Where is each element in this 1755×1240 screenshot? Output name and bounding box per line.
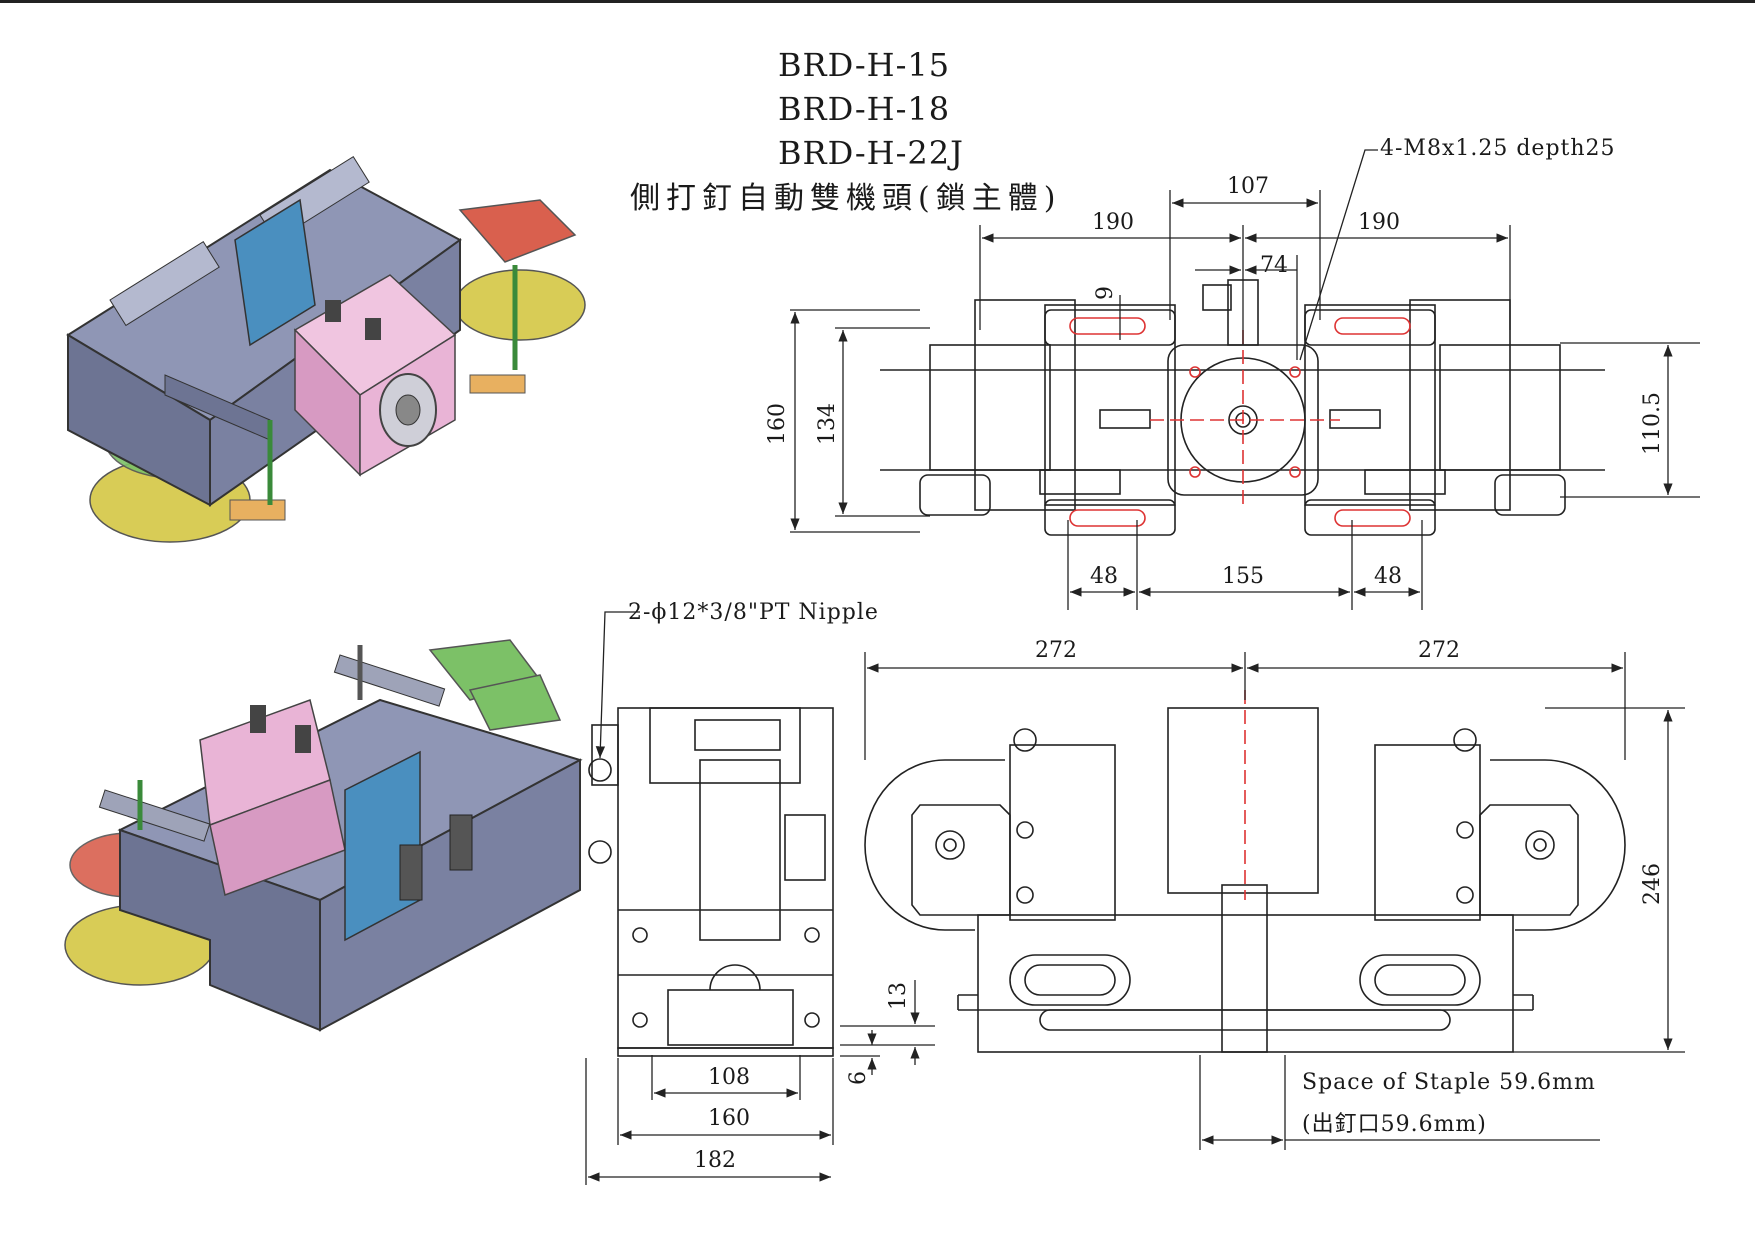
dim-74: 74 bbox=[1260, 253, 1288, 278]
dim-134: 134 bbox=[815, 403, 840, 445]
thread-callout: 4-M8x1.25 depth25 bbox=[1380, 136, 1616, 161]
staple-space-cn: (出釘口59.6mm) bbox=[1302, 1112, 1487, 1137]
model-name-1: BRD-H-15 bbox=[778, 46, 951, 84]
side-view bbox=[588, 707, 834, 1057]
dim-155: 155 bbox=[1222, 564, 1264, 589]
dim-182: 182 bbox=[694, 1148, 736, 1173]
front-view bbox=[864, 690, 1626, 1053]
top-view-dimensions bbox=[790, 149, 1700, 610]
dim-108: 108 bbox=[708, 1065, 750, 1090]
isometric-view-bottom bbox=[64, 639, 583, 1032]
dim-272-left: 272 bbox=[1035, 638, 1077, 663]
sheet-border bbox=[0, 0, 1755, 3]
front-view-dimensions bbox=[864, 652, 1685, 1150]
side-view-dimensions bbox=[585, 611, 935, 1185]
drawing-title: 側打釘自動雙機頭(鎖主體) bbox=[630, 181, 1062, 216]
nipple-callout: 2-ϕ12*3/8"PT Nipple bbox=[628, 600, 879, 625]
dim-246: 246 bbox=[1640, 863, 1665, 905]
model-name-3: BRD-H-22J bbox=[778, 134, 964, 172]
staple-space-en: Space of Staple 59.6mm bbox=[1302, 1070, 1596, 1095]
isometric-view-top bbox=[66, 156, 586, 543]
dim-160-top: 160 bbox=[765, 403, 790, 445]
dim-107: 107 bbox=[1227, 174, 1269, 199]
dim-272-right: 272 bbox=[1418, 638, 1460, 663]
dim-190-left: 190 bbox=[1092, 210, 1134, 235]
dim-190-right: 190 bbox=[1358, 210, 1400, 235]
dim-48-right: 48 bbox=[1374, 564, 1402, 589]
model-name-2: BRD-H-18 bbox=[778, 90, 951, 128]
top-view bbox=[880, 279, 1605, 536]
dim-110-5: 110.5 bbox=[1640, 392, 1665, 455]
dim-6: 6 bbox=[846, 1071, 871, 1085]
dim-48-left: 48 bbox=[1090, 564, 1118, 589]
dim-9: 9 bbox=[1093, 286, 1118, 300]
dim-13: 13 bbox=[886, 982, 911, 1010]
dim-160-side: 160 bbox=[708, 1106, 750, 1131]
